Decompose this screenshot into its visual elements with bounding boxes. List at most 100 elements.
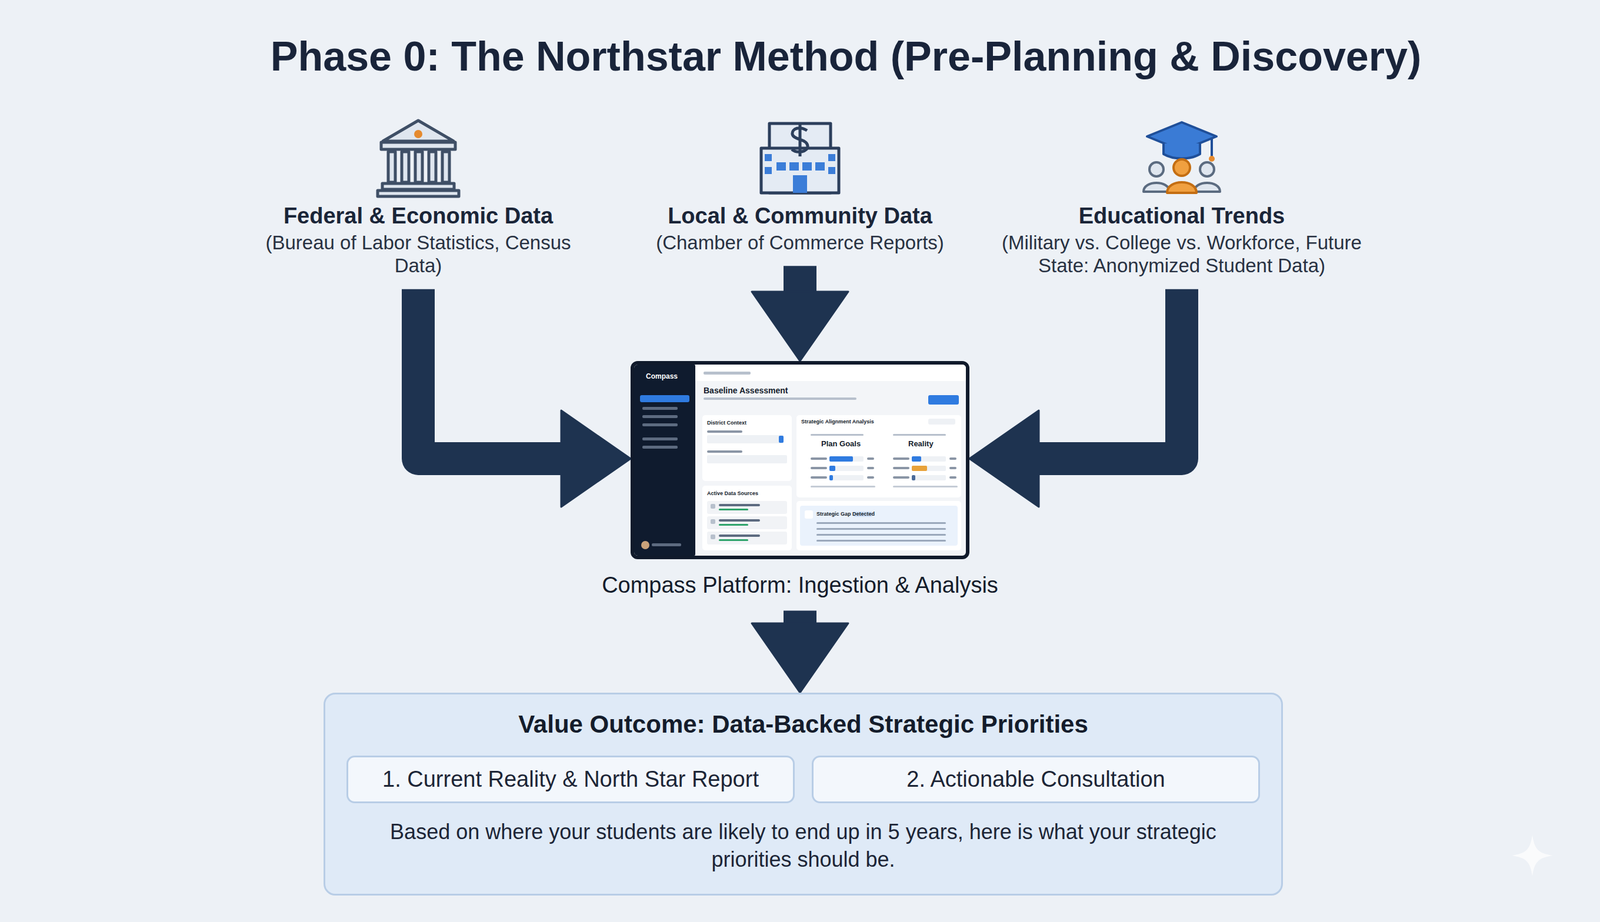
screen-label: Plan Goals	[821, 440, 861, 449]
source-row	[707, 516, 788, 530]
input-button	[778, 435, 784, 443]
source-icon	[710, 504, 716, 509]
arrow-shaft	[418, 289, 564, 459]
source-name	[718, 534, 760, 538]
source-row	[707, 501, 788, 515]
menu-active	[640, 395, 690, 403]
outcome-panel: Value Outcome: Data-Backed Strategic Pri…	[323, 692, 1283, 896]
arrow-head	[751, 623, 849, 693]
node-heading: Local & Community Data	[611, 202, 989, 230]
alert-line	[816, 528, 946, 530]
field-label	[707, 450, 743, 453]
source-node: Local & Community Data(Chamber of Commer…	[611, 202, 989, 255]
panel-body: Based on where your students are likely …	[356, 818, 1251, 875]
screen-label: Reality	[908, 440, 934, 449]
item-row: 1. Current Reality & North Star Report 2.…	[346, 755, 1260, 804]
flow-arrow	[751, 611, 849, 693]
bar-value	[867, 476, 875, 479]
bank-icon	[377, 120, 459, 197]
bar-value	[949, 467, 957, 470]
node-heading: 1. Current Reality & North Star Report	[382, 766, 759, 794]
alert-line	[816, 522, 946, 525]
menu-item	[642, 407, 678, 410]
arrow-shaft	[783, 265, 817, 295]
screen-label: District Context	[707, 420, 747, 426]
screen-label: Compass	[645, 372, 678, 382]
sparkle-mark	[1511, 835, 1553, 877]
screen-frame: CompassBaseline AssessmentDistrict Conte…	[630, 361, 970, 560]
bar-label	[810, 476, 828, 479]
menu-item	[642, 423, 678, 427]
node-subtext: (Bureau of Labor Statistics, Census Data…	[253, 231, 583, 278]
bar-fill	[829, 465, 836, 472]
bar-fill	[911, 456, 922, 462]
screen-label: Baseline Assessment	[703, 385, 788, 396]
platform-screenshot: CompassBaseline AssessmentDistrict Conte…	[630, 361, 970, 560]
field-label	[707, 430, 743, 433]
node-heading: Educational Trends	[987, 202, 1376, 230]
node-subtext: (Chamber of Commerce Reports)	[611, 231, 989, 255]
bar-fill	[829, 475, 833, 481]
source-status	[718, 508, 749, 511]
input	[707, 435, 784, 444]
outcome-item: 1. Current Reality & North Star Report	[346, 755, 795, 804]
source-status	[718, 524, 749, 526]
panel-heading: Value Outcome: Data-Backed Strategic Pri…	[518, 710, 1089, 740]
arrow-head	[561, 410, 631, 508]
node-heading: 2. Actionable Consultation	[906, 766, 1165, 794]
source-node: Federal & Economic Data(Bureau of Labor …	[253, 202, 583, 278]
bar-value	[949, 457, 957, 460]
building-icon	[761, 123, 839, 193]
bar-track	[829, 475, 864, 481]
alert-icon	[804, 510, 813, 519]
screen-label: Strategic Alignment Analysis	[801, 418, 875, 425]
bar-track	[911, 475, 946, 481]
column-caption	[892, 434, 946, 436]
bar-value	[949, 476, 957, 479]
screen-label: Active Data Sources	[707, 490, 759, 497]
source-name	[718, 504, 760, 507]
source-status	[718, 539, 749, 542]
menu-item	[642, 415, 678, 419]
bar-label	[892, 467, 910, 470]
screen-label: Strategic Gap Detected	[816, 511, 875, 518]
menu-item	[642, 445, 678, 449]
bar-label	[892, 457, 910, 460]
bar-label	[810, 457, 828, 460]
bar-value	[867, 457, 875, 460]
bar-fill	[911, 475, 916, 481]
chip	[928, 418, 956, 425]
node-heading: Federal & Economic Data	[253, 202, 583, 230]
column-caption	[810, 434, 864, 436]
source-node: Educational Trends(Military vs. College …	[987, 202, 1376, 278]
outcome-item: 2. Actionable Consultation	[811, 755, 1260, 804]
action-button	[928, 395, 959, 405]
alert-line	[816, 534, 946, 536]
arrow-head	[751, 291, 849, 362]
source-row	[707, 531, 788, 545]
alert-line	[816, 540, 946, 542]
arrow-head	[969, 410, 1039, 508]
arrow-shaft	[1036, 289, 1182, 459]
avatar	[641, 541, 650, 550]
platform-caption: Compass Platform: Ingestion & Analysis	[601, 572, 999, 600]
subtitle-line	[703, 397, 857, 400]
node-subtext: (Military vs. College vs. Workforce, Fut…	[987, 231, 1376, 278]
sidebar	[634, 364, 696, 556]
flow-arrow	[751, 265, 849, 362]
flow-arrow	[418, 289, 631, 508]
bar-label	[892, 476, 910, 479]
source-icon	[710, 534, 716, 540]
bar-fill	[829, 456, 853, 462]
source-name	[718, 519, 760, 522]
note-line	[810, 485, 876, 488]
bar-fill	[911, 465, 928, 472]
title-text: Phase 0: The Northstar Method (Pre-Plann…	[270, 32, 1422, 80]
input	[707, 455, 788, 464]
user-name	[651, 543, 682, 547]
breadcrumb	[703, 371, 751, 375]
bar-label	[810, 467, 828, 470]
graduation-icon	[1143, 122, 1220, 193]
source-icon	[710, 519, 716, 525]
